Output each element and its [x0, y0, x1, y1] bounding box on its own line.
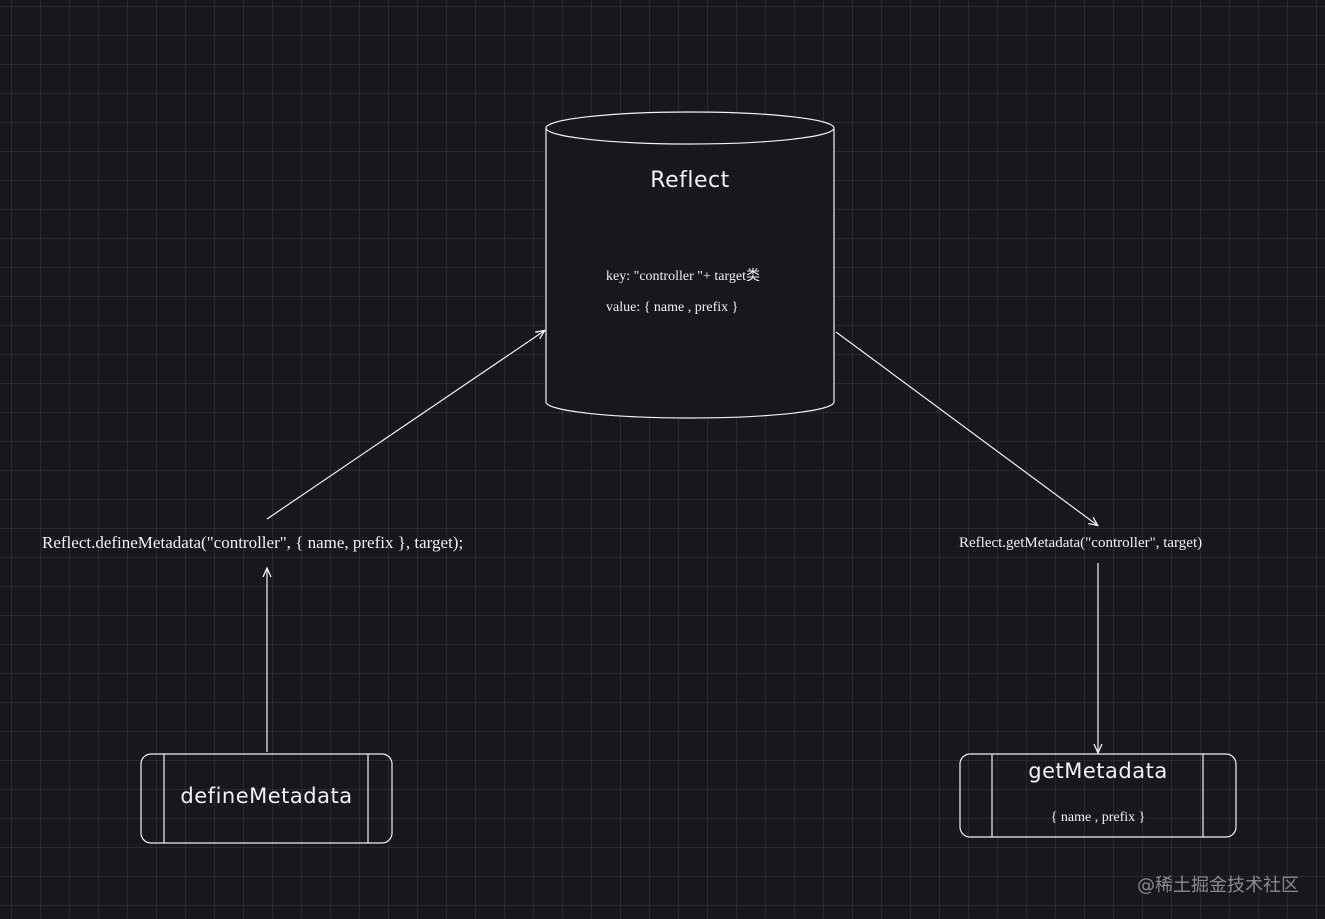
define-metadata-box[interactable]	[140, 753, 393, 844]
arrow-define-call-to-reflect	[266, 331, 544, 520]
get-metadata-call-label: Reflect.getMetadata("controller", target…	[959, 535, 1203, 551]
define-metadata-title: defineMetadata	[180, 784, 353, 808]
reflect-cylinder[interactable]	[545, 111, 835, 419]
watermark-text: @稀土掘金技术社区	[1137, 875, 1299, 896]
arrow-reflect-to-get-call	[835, 331, 1097, 525]
get-metadata-box[interactable]	[959, 753, 1237, 838]
define-metadata-call-label: Reflect.defineMetadata("controller", { n…	[42, 533, 464, 552]
get-metadata-title: getMetadata	[1028, 759, 1168, 783]
get-metadata-subtitle: { name , prefix }	[1050, 810, 1146, 825]
reflect-value-line: value: { name , prefix }	[606, 300, 739, 315]
reflect-key-line: key: "controller "+ target类	[606, 269, 760, 284]
reflect-title: Reflect	[650, 168, 730, 193]
